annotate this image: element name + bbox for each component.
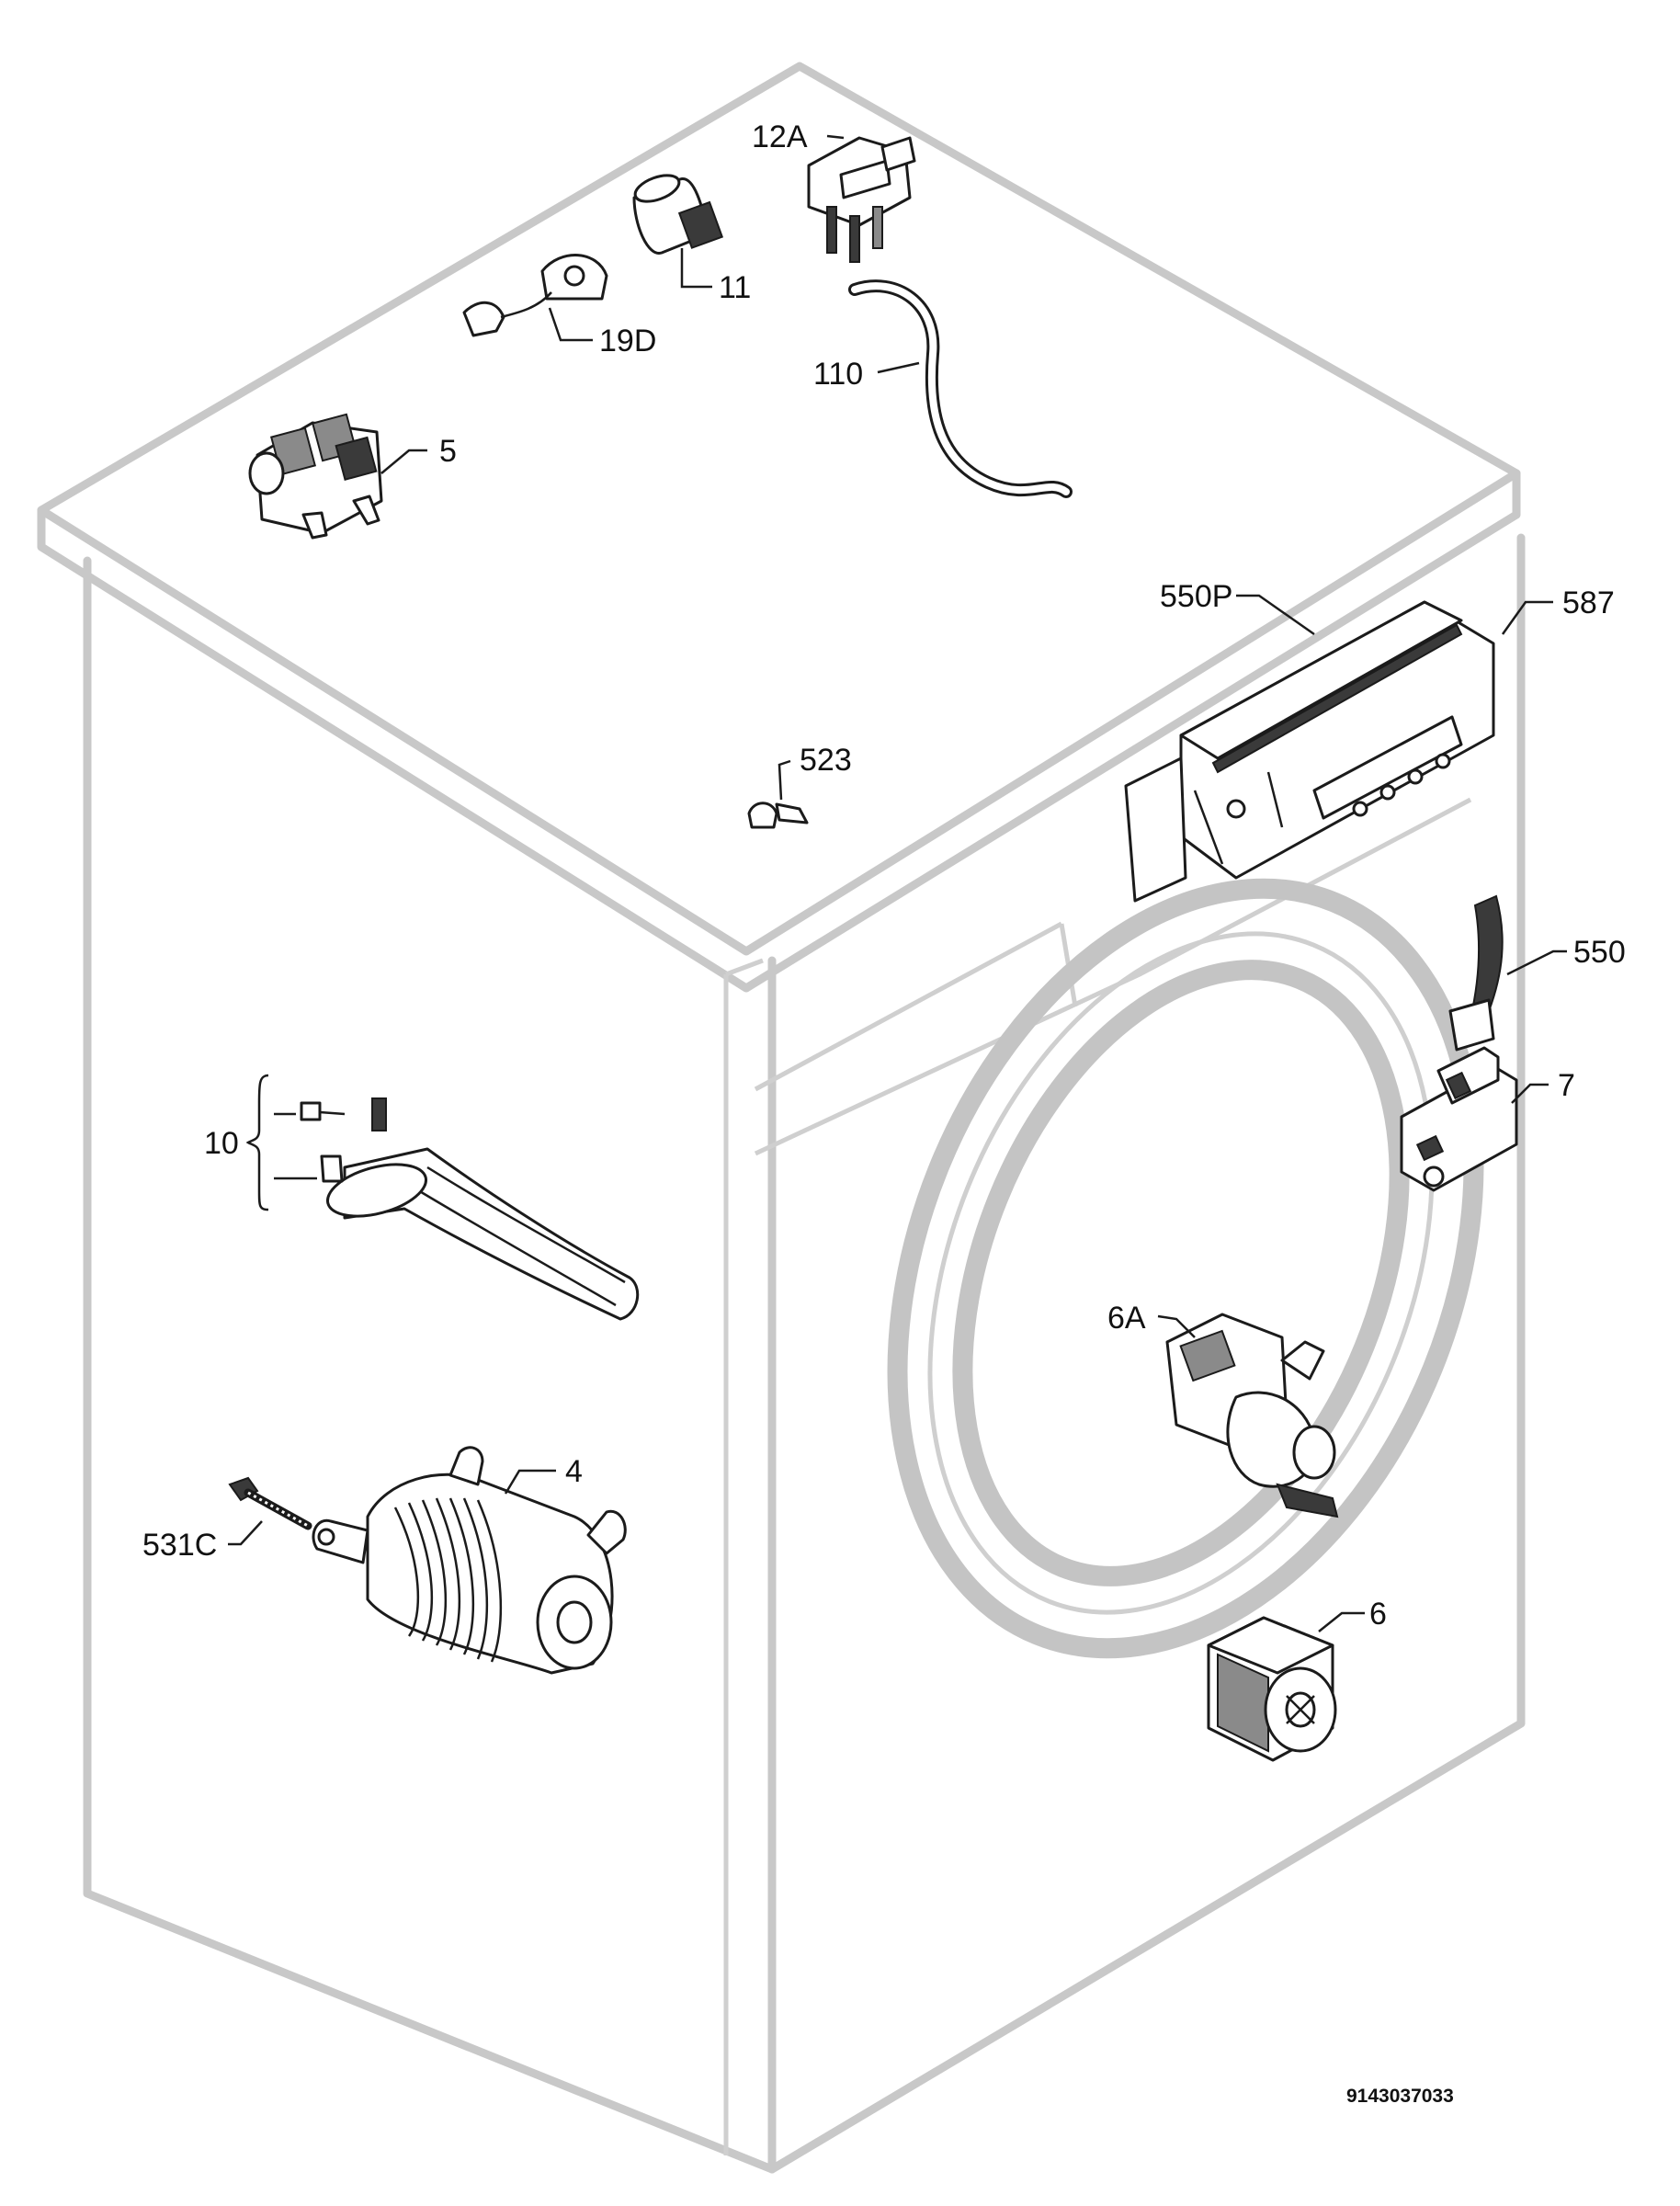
capacitor-part[interactable] [631, 170, 724, 255]
callout-6: 6 [1318, 1597, 1387, 1632]
part-label-531C: 531C [142, 1528, 217, 1563]
part-label-550P: 550P [1160, 579, 1232, 614]
inlet-valve-part[interactable] [248, 413, 383, 540]
callout-587: 587 [1501, 586, 1615, 635]
callout-4: 4 [504, 1454, 583, 1495]
part-label-523: 523 [800, 743, 852, 778]
part-label-587: 587 [1562, 586, 1615, 620]
part-label-5: 5 [439, 434, 457, 469]
callout-5: 5 [380, 434, 457, 474]
callout-11: 11 [680, 248, 751, 305]
pressure-switch-part[interactable] [807, 136, 916, 263]
part-label-550: 550 [1573, 935, 1626, 970]
part-label-11: 11 [719, 270, 751, 305]
part-label-10: 10 [204, 1126, 239, 1161]
callout-12A: 12A [752, 119, 845, 154]
part-label-4: 4 [565, 1454, 583, 1489]
part-label-6: 6 [1369, 1597, 1387, 1632]
control-board-part[interactable] [1124, 600, 1495, 903]
part-label-12A: 12A [752, 119, 808, 154]
door-ring-outline [887, 878, 1484, 1659]
motor-part[interactable] [312, 1446, 627, 1675]
hose-part[interactable] [848, 279, 1073, 498]
callout-7: 7 [1511, 1068, 1575, 1104]
part-label-19D: 19D [599, 324, 656, 358]
callout-523: 523 [778, 743, 852, 801]
part-label-7: 7 [1558, 1068, 1575, 1103]
sensor-clip-part[interactable] [462, 254, 608, 337]
heating-element-part[interactable] [300, 1097, 640, 1321]
callout-10: 10 [204, 1074, 317, 1211]
door-handle-part[interactable] [1448, 894, 1504, 1052]
clip-part[interactable] [747, 802, 809, 829]
callout-531C: 531C [142, 1520, 263, 1563]
machine-body-outline [37, 62, 1526, 2174]
callout-110: 110 [813, 357, 920, 392]
callout-550: 550 [1506, 935, 1626, 976]
part-label-6A: 6A [1107, 1301, 1146, 1336]
callout-6A: 6A [1107, 1301, 1196, 1338]
door-lock-part[interactable] [1400, 1046, 1518, 1192]
document-number: 9143037033 [1346, 2086, 1454, 2107]
drain-pump-part[interactable] [1165, 1313, 1339, 1518]
callout-19D: 19D [548, 307, 656, 358]
pump-motor-part[interactable] [1207, 1616, 1337, 1762]
callout-550P: 550P [1160, 579, 1315, 636]
bolt-part[interactable] [228, 1476, 312, 1530]
part-label-110: 110 [813, 357, 863, 392]
